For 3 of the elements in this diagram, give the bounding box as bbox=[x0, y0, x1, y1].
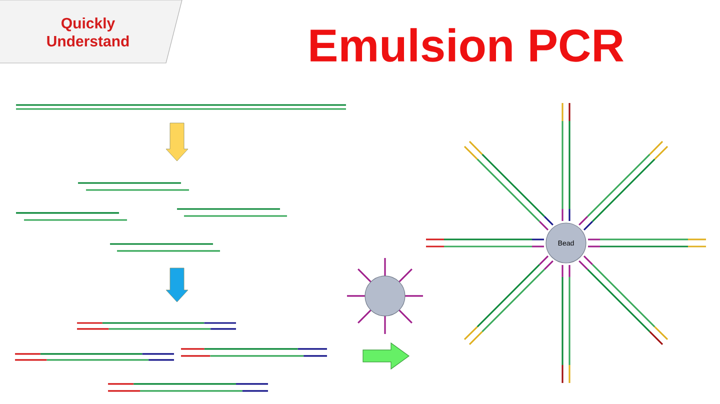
title: Emulsion PCR bbox=[310, 28, 624, 62]
bead bbox=[364, 276, 406, 316]
banner: Quickly Understand bbox=[0, 0, 182, 64]
